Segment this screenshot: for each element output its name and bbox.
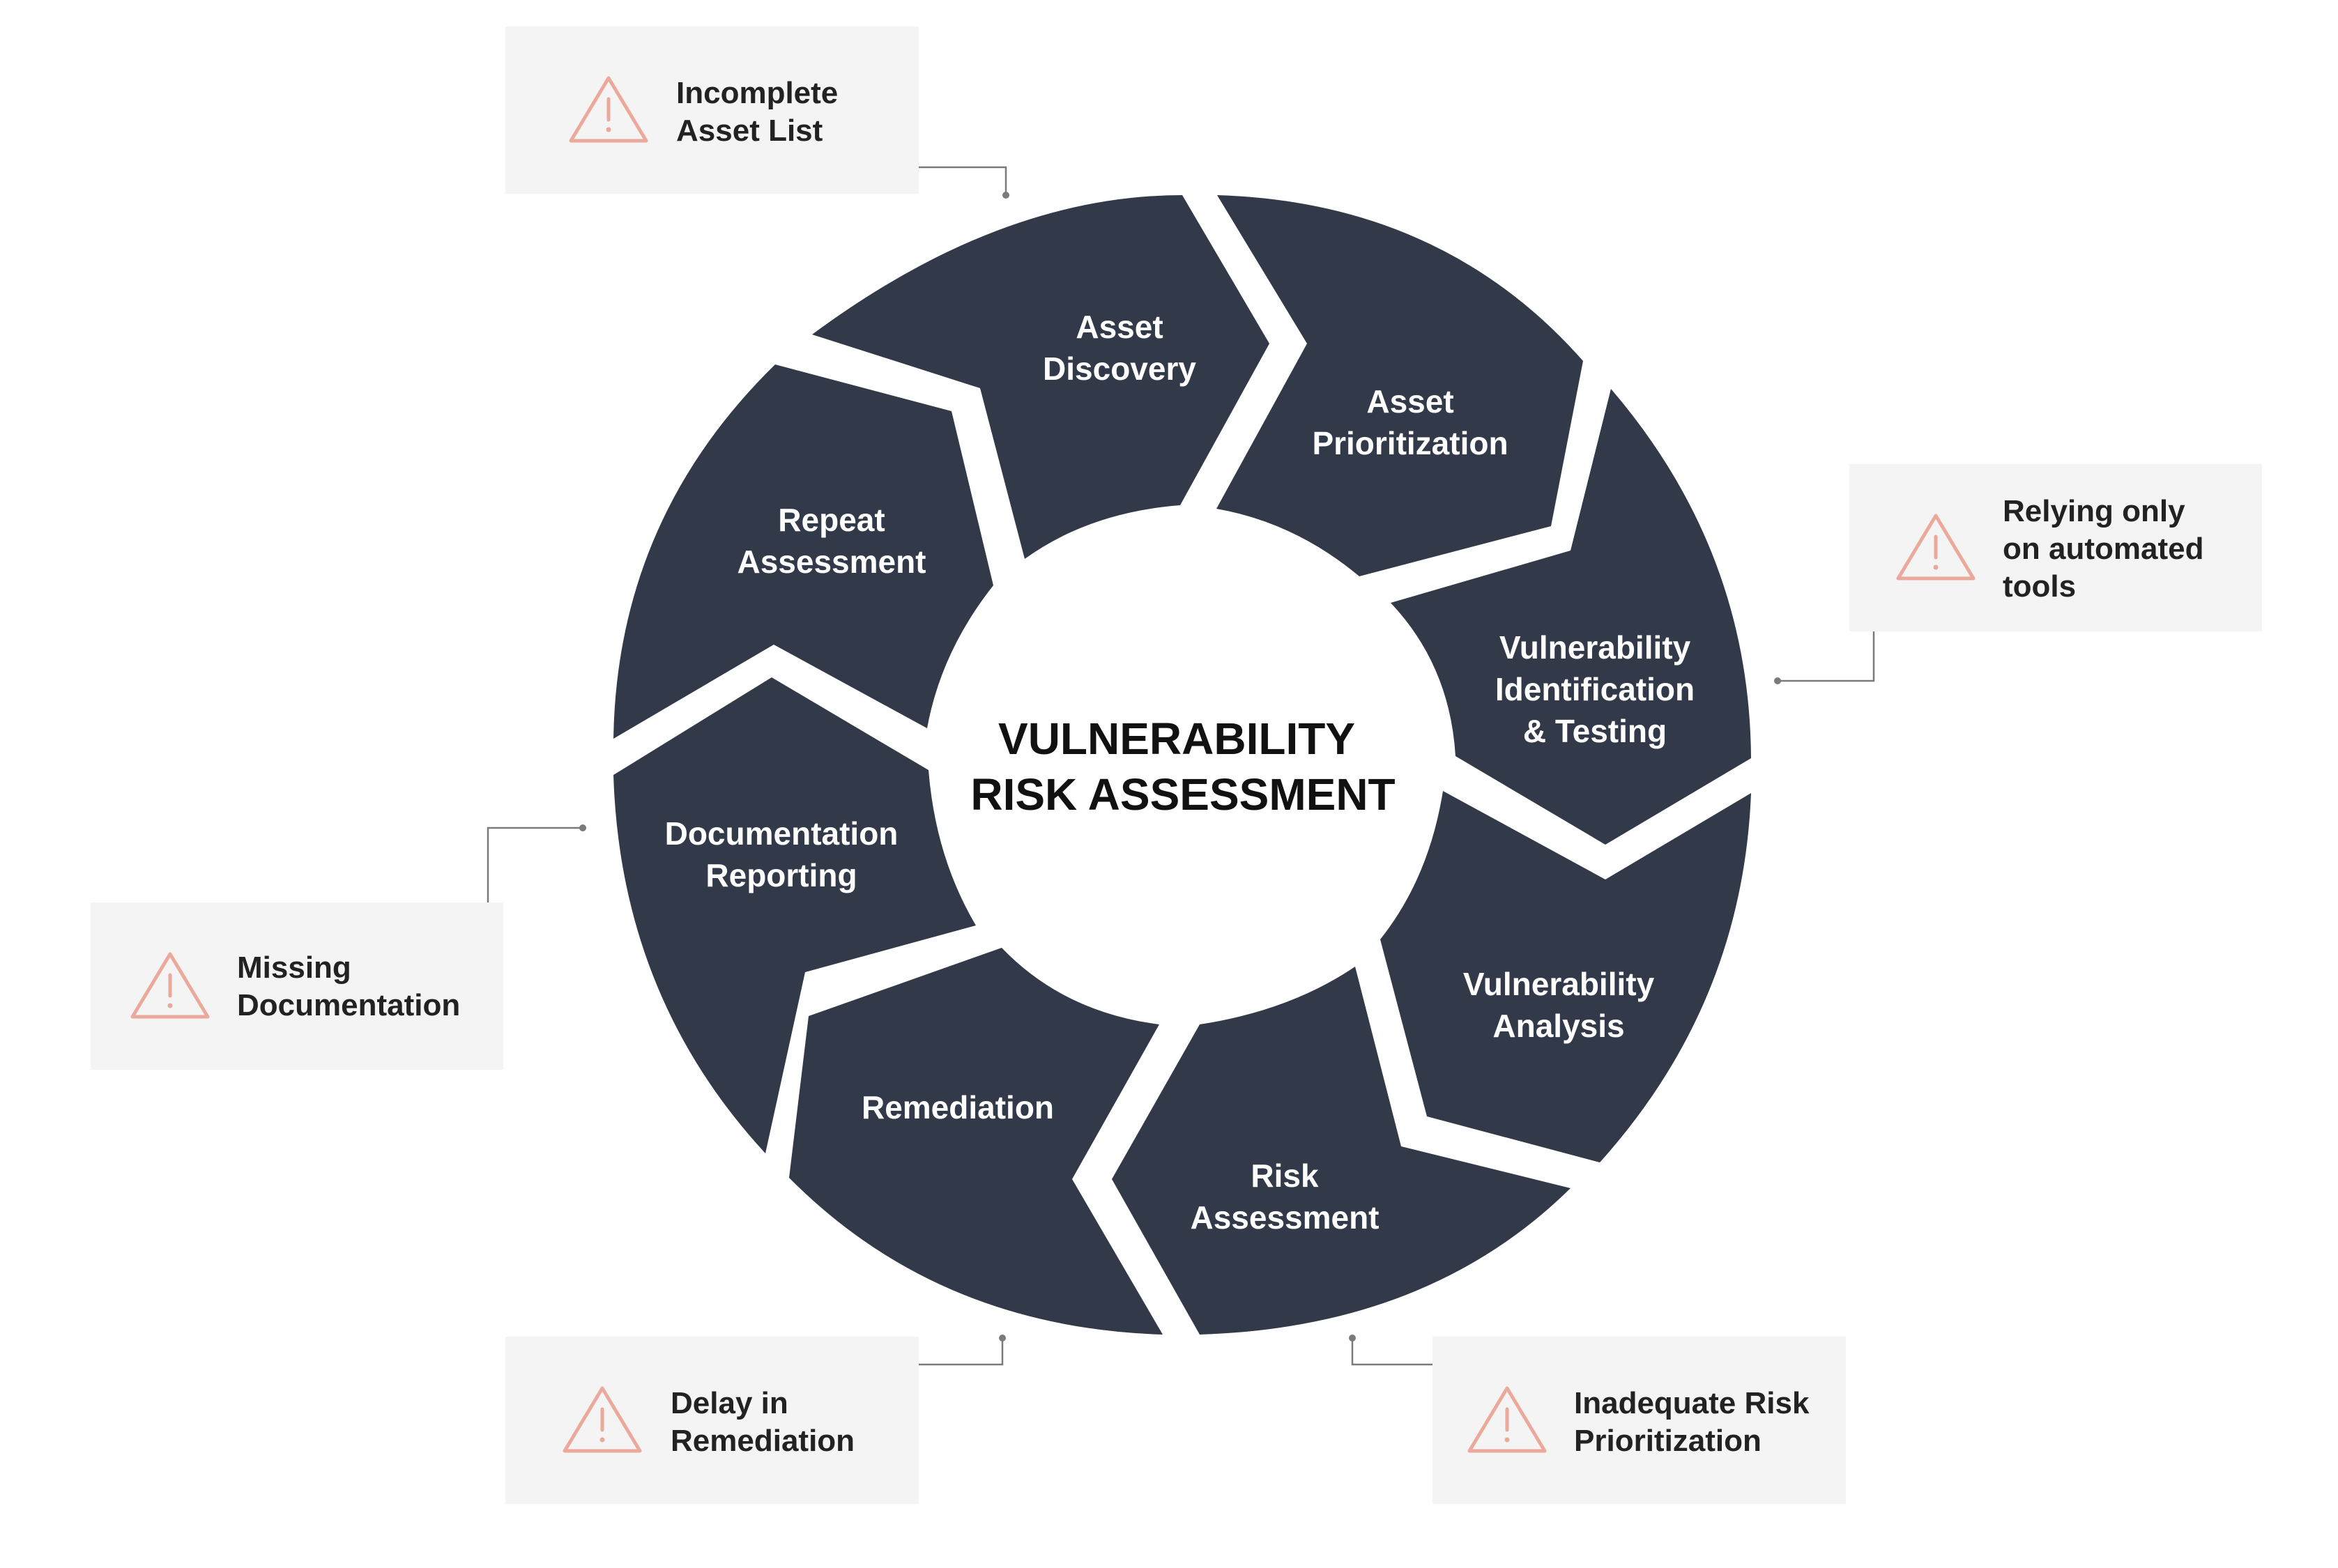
warning-icon	[130, 952, 210, 1019]
segment-label-line: Asset	[1076, 309, 1163, 345]
connector-dot	[1002, 192, 1009, 199]
warning-exclamation-dot	[599, 1437, 605, 1443]
callout-text-line: Incomplete	[676, 76, 838, 110]
segment-label-line: Remediation	[862, 1089, 1054, 1125]
callout-text-line: Relying only	[2003, 494, 2185, 528]
segment-remediation[interactable]	[789, 948, 1163, 1335]
callout-text-line: Remediation	[671, 1424, 855, 1458]
segment-asset-discovery[interactable]	[812, 195, 1269, 559]
center-title-line2: RISK ASSESSMENT	[970, 769, 1395, 820]
cycle-ring	[613, 195, 1751, 1335]
segment-label-line: Risk	[1251, 1158, 1319, 1194]
warning-icon	[1896, 514, 1976, 581]
callout-box	[91, 902, 503, 1070]
callout-box	[505, 26, 919, 194]
segment-label-line: Repeat	[778, 502, 885, 538]
segment-label-line: & Testing	[1523, 713, 1667, 749]
warning-icon	[569, 76, 648, 143]
connector-dot	[1349, 1335, 1356, 1342]
warning-triangle	[563, 1386, 642, 1453]
segment-asset-prioritization[interactable]	[1216, 195, 1583, 576]
segment-repeat-assessment[interactable]	[613, 364, 993, 739]
segment-vulnerability-analysis[interactable]	[1380, 791, 1751, 1162]
connector-relying-on-automated-tools	[1778, 631, 1875, 682]
segment-risk-assessment[interactable]	[1112, 967, 1571, 1335]
callout-text-line: Missing	[237, 951, 351, 985]
segment-label-line: Assessment	[1190, 1199, 1379, 1236]
warning-exclamation-dot	[606, 127, 611, 132]
segment-label-line: Documentation	[665, 815, 899, 852]
segment-label-line: Discovery	[1043, 351, 1196, 387]
callout-text-line: Asset List	[676, 114, 823, 148]
warning-triangle	[569, 76, 648, 143]
segment-label-remediation: Remediation	[862, 1089, 1054, 1125]
segment-label-line: Reporting	[705, 857, 857, 893]
segment-documentation-reporting[interactable]	[613, 677, 976, 1153]
center-title: VULNERABILITY RISK ASSESSMENT	[970, 714, 1395, 820]
callout-text-line: Prioritization	[1574, 1424, 1762, 1458]
callout-text: Delay in Remediation	[671, 1386, 855, 1458]
connector-dot	[999, 1335, 1006, 1342]
warning-icon	[563, 1386, 642, 1453]
segment-vulnerability-identification-testing[interactable]	[1391, 389, 1751, 845]
callout-text-line: Inadequate Risk	[1574, 1386, 1810, 1420]
callout-text-line: Documentation	[237, 988, 460, 1022]
connector-inadequate-risk-prioritization	[1351, 1338, 1432, 1366]
connector-incomplete-asset-list	[919, 166, 1007, 195]
warning-exclamation-dot	[167, 1003, 173, 1008]
callout-delay-in-remediation: Delay in Remediation	[505, 1337, 919, 1504]
connector-missing-documentation	[487, 827, 583, 902]
segment-label-line: Identification	[1495, 671, 1695, 707]
segment-label-line: Vulnerability	[1463, 966, 1655, 1002]
warning-icon	[1467, 1386, 1547, 1453]
warning-triangle	[1467, 1386, 1547, 1453]
warning-triangle	[1896, 514, 1976, 581]
warning-triangle	[130, 952, 210, 1019]
callout-text-line: tools	[2003, 569, 2076, 604]
connector-delay-in-remediation	[919, 1338, 1004, 1366]
segment-label-line: Assessment	[737, 544, 926, 580]
callout-text-line: Delay in	[671, 1386, 788, 1420]
connector-dot	[579, 824, 586, 831]
callout-connectors	[487, 166, 1875, 1366]
segment-label-line: Asset	[1366, 383, 1453, 420]
center-title-line1: VULNERABILITY	[998, 714, 1355, 764]
segment-label-line: Analysis	[1492, 1008, 1624, 1044]
warning-exclamation-dot	[1933, 564, 1939, 570]
segment-label-line: Vulnerability	[1499, 629, 1691, 666]
callout-box	[505, 1337, 919, 1504]
callout-box	[1432, 1337, 1846, 1504]
connector-dot	[1774, 677, 1781, 684]
callout-text-line: on automated	[2003, 532, 2203, 566]
warning-exclamation-dot	[1504, 1437, 1510, 1443]
segment-label-line: Prioritization	[1312, 425, 1508, 461]
